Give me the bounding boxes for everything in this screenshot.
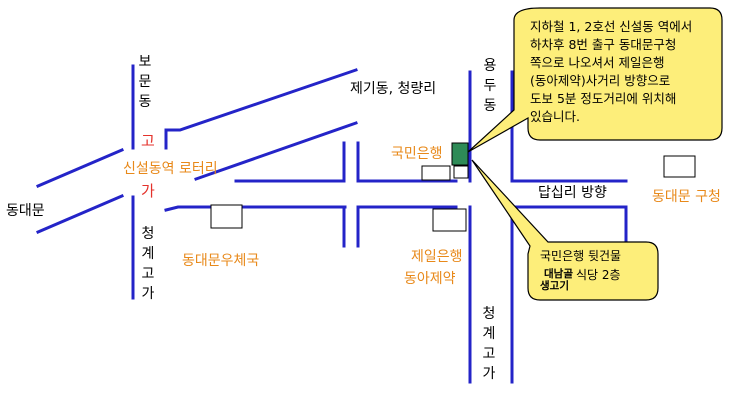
building-jeil-bank bbox=[432, 208, 467, 232]
label-kookmin-bank: 국민은행 bbox=[391, 146, 443, 162]
label-sinseoldong-rotary: 신설동역 로터리 bbox=[123, 161, 218, 177]
label-dapsimni-direction: 답십리 방향 bbox=[538, 185, 607, 201]
building-post-office bbox=[210, 204, 243, 229]
callout-small-bubble bbox=[471, 159, 659, 301]
road-jegidong-lower bbox=[194, 121, 358, 181]
target-building bbox=[451, 142, 469, 166]
label-jeil-bank: 제일은행 bbox=[411, 249, 463, 265]
label-yongdudong: 용두동 bbox=[483, 58, 497, 114]
restaurant-name-2: 생고기 bbox=[540, 280, 569, 292]
building-kookmin-bank bbox=[421, 165, 451, 181]
callout-main-bubble bbox=[467, 7, 723, 153]
restaurant-suffix: 식당 2층 bbox=[576, 268, 621, 282]
callout-small-line1: 국민은행 뒷건물 bbox=[540, 249, 622, 263]
label-goga-1: 고 bbox=[141, 132, 155, 150]
label-dong-a-pharm: 동아제약 bbox=[404, 271, 456, 287]
label-dongdaemun-post-office: 동대문우체국 bbox=[182, 253, 260, 269]
callout-main-text: 지하철 1, 2호선 신설동 역에서 하차후 8번 출구 동대문구청 쪽으로 나… bbox=[530, 19, 693, 124]
label-dongdaemun: 동대문 bbox=[6, 203, 45, 219]
road-rotary-lower-left bbox=[164, 205, 347, 212]
restaurant-name-1: 대남골 bbox=[544, 268, 573, 280]
label-goga-2: 가 bbox=[141, 182, 155, 200]
label-bomundong: 보문동 bbox=[138, 54, 152, 110]
label-cheonggye-goga-right: 청계고가 bbox=[482, 306, 496, 382]
label-dongdaemun-gucheong: 동대문 구청 bbox=[652, 189, 721, 205]
road-dongdaemun-upper-diagonal bbox=[36, 148, 124, 188]
building-small bbox=[453, 165, 469, 179]
road-dongdaemun-lower-diagonal bbox=[36, 194, 124, 234]
label-cheonggye-goga-left: 청계고가 bbox=[141, 226, 155, 302]
building-gucheong bbox=[663, 155, 696, 178]
road-jegidong-upper bbox=[164, 68, 358, 150]
label-jegidong-cheongnyangni: 제기동, 청량리 bbox=[350, 81, 437, 97]
